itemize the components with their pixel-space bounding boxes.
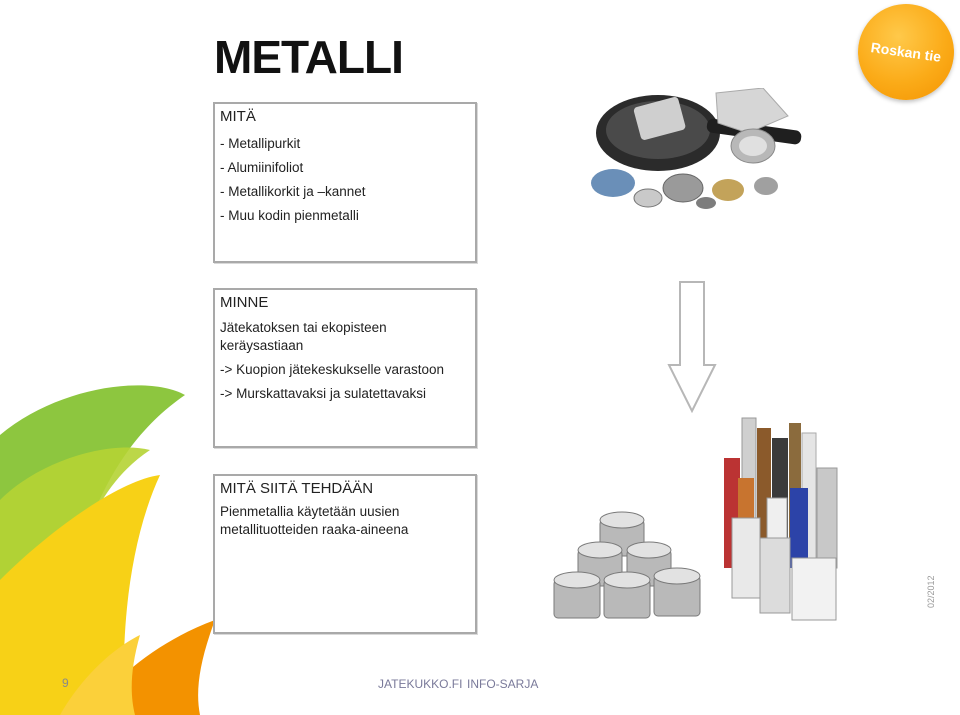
made-line: Pienmetallia käytetään uusien: [220, 504, 400, 519]
made-box: MITÄ SIITÄ TEHDÄÄN Pienmetallia käytetää…: [213, 474, 477, 634]
where-box: MINNE Jätekatoksen tai ekopisteen keräys…: [213, 288, 477, 448]
where-line: keräysastiaan: [220, 338, 304, 353]
page-title: METALLI: [214, 31, 404, 83]
where-step: -> Murskattavaksi ja sulatettavaksi: [220, 386, 426, 401]
roskan-tie-badge: Roskan tie: [851, 0, 960, 107]
what-item: - Metallipurkit: [220, 136, 301, 151]
cans: [553, 511, 701, 619]
profiles: [724, 417, 838, 621]
page-number: 9: [62, 676, 69, 690]
metal-waste-image: [591, 88, 802, 209]
where-step: -> Kuopion jätekeskukselle varastoon: [220, 362, 445, 377]
down-arrow-icon: [667, 281, 717, 413]
date-label: 02/2012: [926, 575, 936, 608]
where-line: Jätekatoksen tai ekopisteen: [220, 320, 387, 335]
leaf-yellow-small: [60, 635, 140, 715]
footer-site: JATEKUKKO.FI: [378, 677, 463, 691]
what-box: MITÄ - Metallipurkit - Alumiinifoliot - …: [213, 102, 477, 263]
made-line: metallituotteiden raaka-aineena: [220, 522, 409, 537]
metal-products-image: [553, 417, 838, 621]
what-item: - Metallikorkit ja –kannet: [220, 184, 366, 199]
badge-label: Roskan tie: [869, 39, 943, 65]
footer-series: INFO-SARJA: [467, 677, 539, 691]
what-heading: MITÄ: [220, 108, 256, 125]
where-heading: MINNE: [220, 294, 269, 311]
decorative-leaves: [0, 385, 215, 715]
what-item: - Muu kodin pienmetalli: [220, 208, 359, 223]
what-item: - Alumiinifoliot: [220, 160, 304, 175]
made-heading: MITÄ SIITÄ TEHDÄÄN: [220, 480, 374, 497]
